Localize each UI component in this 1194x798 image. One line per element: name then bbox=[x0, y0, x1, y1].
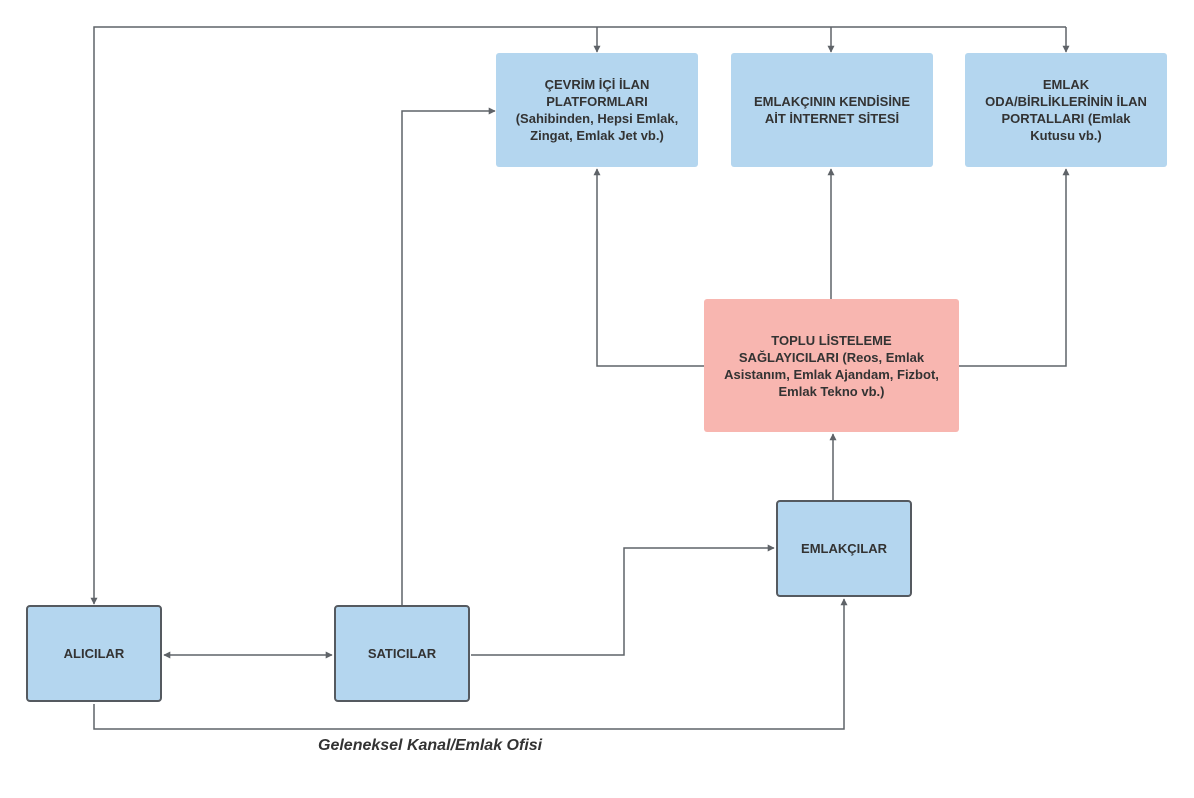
connector-bulk-to-chamber-portals bbox=[959, 168, 1070, 367]
connector-sellers-to-agents bbox=[471, 544, 775, 656]
sellers-box: SATICILAR bbox=[334, 605, 470, 702]
online-platforms-box: ÇEVRİM İÇİ İLAN PLATFORMLARI (Sahibinden… bbox=[496, 53, 698, 167]
connector-buyers-top-bus bbox=[90, 26, 1066, 605]
connector-sellers-to-online-platforms bbox=[401, 107, 496, 605]
agent-website-box: EMLAKÇININ KENDİSİNE AİT İNTERNET SİTESİ bbox=[731, 53, 933, 167]
traditional-channel-caption: Geleneksel Kanal/Emlak Ofisi bbox=[318, 737, 543, 754]
bulk-listing-providers-box: TOPLU LİSTELEME SAĞLAYICILARI (Reos, Eml… bbox=[704, 299, 959, 432]
buyers-box: ALICILAR bbox=[26, 605, 162, 702]
connector-buyers-to-agents bbox=[93, 598, 848, 730]
chamber-portals-box: EMLAK ODA/BİRLİKLERİNİN İLAN PORTALLARI … bbox=[965, 53, 1167, 167]
connector-bulk-to-online-platforms bbox=[593, 168, 705, 367]
agents-box: EMLAKÇILAR bbox=[776, 500, 912, 597]
